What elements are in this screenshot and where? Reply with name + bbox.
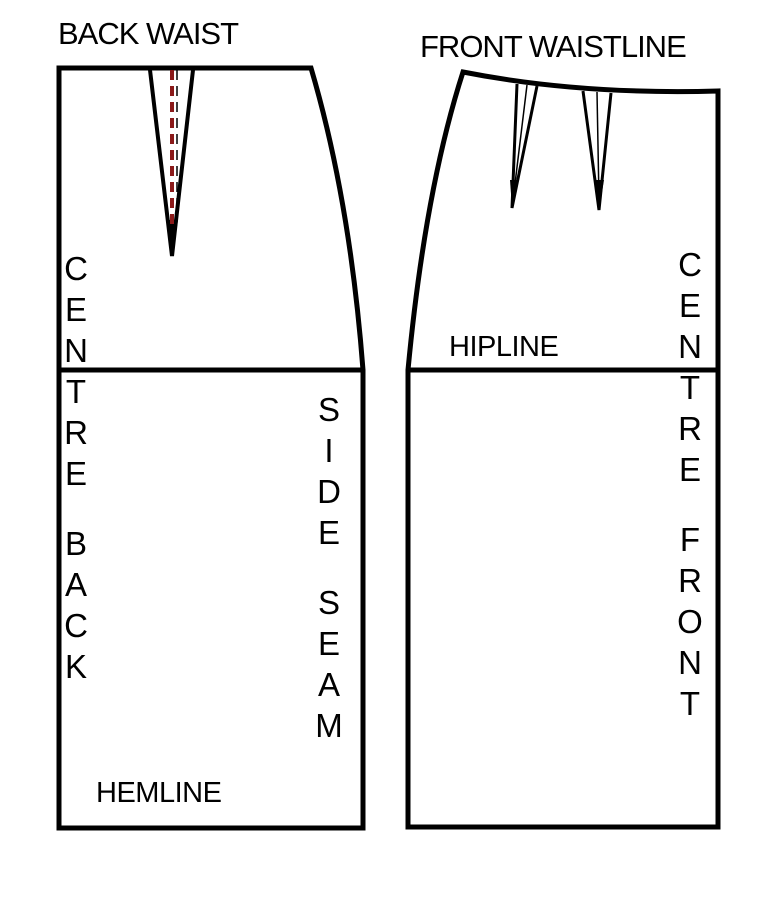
centre-back-letter: B	[64, 525, 87, 562]
centre-back-letter: C	[64, 250, 88, 287]
centre-back-gap	[59, 494, 93, 523]
side-seam-gap	[312, 553, 346, 582]
centre-back-letter: K	[64, 648, 87, 685]
centre-front-gap	[673, 490, 707, 519]
centre-front-letter: E	[678, 451, 701, 488]
front-dart-1-tip	[510, 180, 518, 208]
centre-front-label: C E N T R E F R O N T	[673, 244, 707, 724]
side-seam-letter: S	[317, 584, 340, 621]
centre-back-letter: C	[64, 607, 88, 644]
front-waistline-label: FRONT WAISTLINE	[420, 29, 687, 64]
front-dart-2-tip	[595, 180, 604, 210]
back-dart	[148, 69, 195, 257]
front-skirt-piece	[405, 69, 721, 830]
side-seam-letter: E	[317, 625, 340, 662]
centre-front-letter: E	[678, 287, 701, 324]
centre-front-letter: O	[677, 603, 703, 640]
centre-back-letter: E	[64, 291, 87, 328]
centre-front-letter: R	[678, 562, 702, 599]
side-seam-letter: M	[315, 707, 343, 744]
centre-back-letter: N	[64, 332, 88, 369]
centre-back-label: C E N T R E B A C K	[59, 248, 93, 687]
centre-front-letter: F	[679, 521, 701, 558]
centre-back-letter: E	[64, 455, 87, 492]
centre-front-letter: N	[678, 328, 702, 365]
centre-back-letter: R	[64, 414, 88, 451]
side-seam-letter: D	[317, 473, 341, 510]
centre-back-letter: A	[64, 566, 87, 603]
side-seam-letter: S	[317, 391, 340, 428]
side-seam-label: S I D E S E A M	[312, 389, 346, 746]
hipline-label: HIPLINE	[449, 331, 559, 363]
centre-front-letter: T	[679, 685, 701, 722]
back-skirt-piece	[56, 65, 366, 831]
side-seam-letter: A	[317, 666, 340, 703]
hemline-label: HEMLINE	[96, 777, 222, 809]
centre-front-letter: T	[679, 369, 701, 406]
front-piece-outline	[405, 69, 721, 830]
front-dart-2	[581, 90, 613, 211]
front-dart-1	[510, 83, 539, 209]
centre-front-letter: C	[678, 246, 702, 283]
side-seam-letter: I	[324, 432, 334, 469]
back-dart-fill-tip	[166, 220, 178, 256]
back-waist-label: BACK WAIST	[58, 16, 239, 51]
centre-back-letter: T	[65, 373, 87, 410]
centre-front-letter: R	[678, 410, 702, 447]
side-seam-letter: E	[317, 514, 340, 551]
centre-front-letter: N	[678, 644, 702, 681]
